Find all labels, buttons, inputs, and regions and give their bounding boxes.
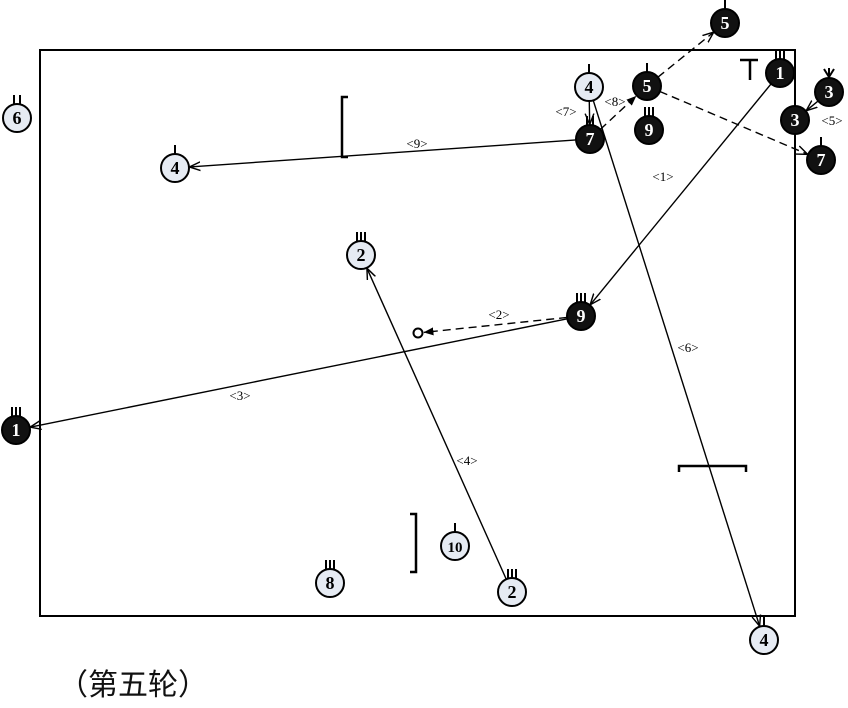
- player-number: 6: [13, 108, 22, 128]
- player-dark-9: 9: [567, 293, 595, 330]
- player-light-2: 2: [498, 569, 526, 606]
- player-dark-5: 5: [633, 63, 661, 100]
- flag-marker: [740, 60, 758, 80]
- move-arrow-9: [190, 140, 576, 167]
- player-number: 3: [791, 110, 800, 130]
- player-number: 3: [825, 82, 834, 102]
- player-number: 8: [326, 573, 335, 593]
- player-number: 10: [448, 540, 463, 556]
- player-number: 5: [721, 13, 730, 33]
- player-number: 4: [760, 630, 769, 650]
- player-light-8: 8: [316, 560, 344, 597]
- move-arrow-3: [31, 319, 568, 427]
- player-number: 9: [577, 306, 586, 326]
- player-dark-9: 9: [635, 107, 663, 144]
- move-label: <5>: [821, 113, 842, 128]
- player-number: 4: [171, 158, 180, 178]
- move-arrow-5: [807, 101, 819, 111]
- move-label: <7>: [555, 104, 576, 119]
- ball: [414, 329, 423, 338]
- move-arrow-10: [658, 32, 713, 77]
- player-dark-1: 1: [766, 50, 794, 87]
- players-layer: 5 4 5 1 3 3 6 7 9 7 4 2 9 1 10 8 2 4: [2, 0, 843, 654]
- move-label: <3>: [229, 388, 250, 403]
- move-label: <9>: [406, 136, 427, 151]
- player-number: 2: [508, 582, 517, 602]
- player-light-4: 4: [750, 617, 778, 654]
- move-label: <4>: [456, 453, 477, 468]
- player-dark-3: 3: [781, 106, 809, 134]
- move-label: <8>: [604, 94, 625, 109]
- move-label: <1>: [652, 169, 673, 184]
- wall-marker-bottom: [410, 514, 416, 572]
- player-number: 7: [586, 129, 595, 149]
- move-arrow-6: [593, 100, 759, 625]
- player-light-2: 2: [347, 232, 375, 269]
- move-arrow-1: [591, 84, 772, 305]
- player-number: 1: [12, 420, 21, 440]
- round-caption: （第五轮）: [58, 660, 208, 704]
- player-number: 9: [645, 120, 654, 140]
- player-number: 7: [817, 150, 826, 170]
- player-dark-3: 3: [815, 68, 843, 106]
- move-label: <6>: [677, 340, 698, 355]
- player-light-10: 10: [441, 523, 469, 560]
- wall-marker-right: [679, 466, 746, 472]
- player-number: 2: [357, 245, 366, 265]
- player-number: 5: [643, 76, 652, 96]
- wall-marker-top: [342, 97, 348, 157]
- player-dark-7: 7: [807, 137, 835, 174]
- player-number: 4: [585, 77, 594, 97]
- player-light-4: 4: [575, 64, 603, 101]
- moves-layer: <1> <2> <3> <4> <5> <6> <7> <8> <9>: [31, 32, 843, 625]
- move-label: <2>: [488, 307, 509, 322]
- player-light-4: 4: [161, 145, 189, 182]
- player-number: 1: [776, 63, 785, 83]
- player-dark-5: 5: [711, 0, 739, 37]
- move-arrow-4: [367, 269, 506, 580]
- player-dark-1: 1: [2, 407, 30, 444]
- player-light-6: 6: [3, 95, 31, 132]
